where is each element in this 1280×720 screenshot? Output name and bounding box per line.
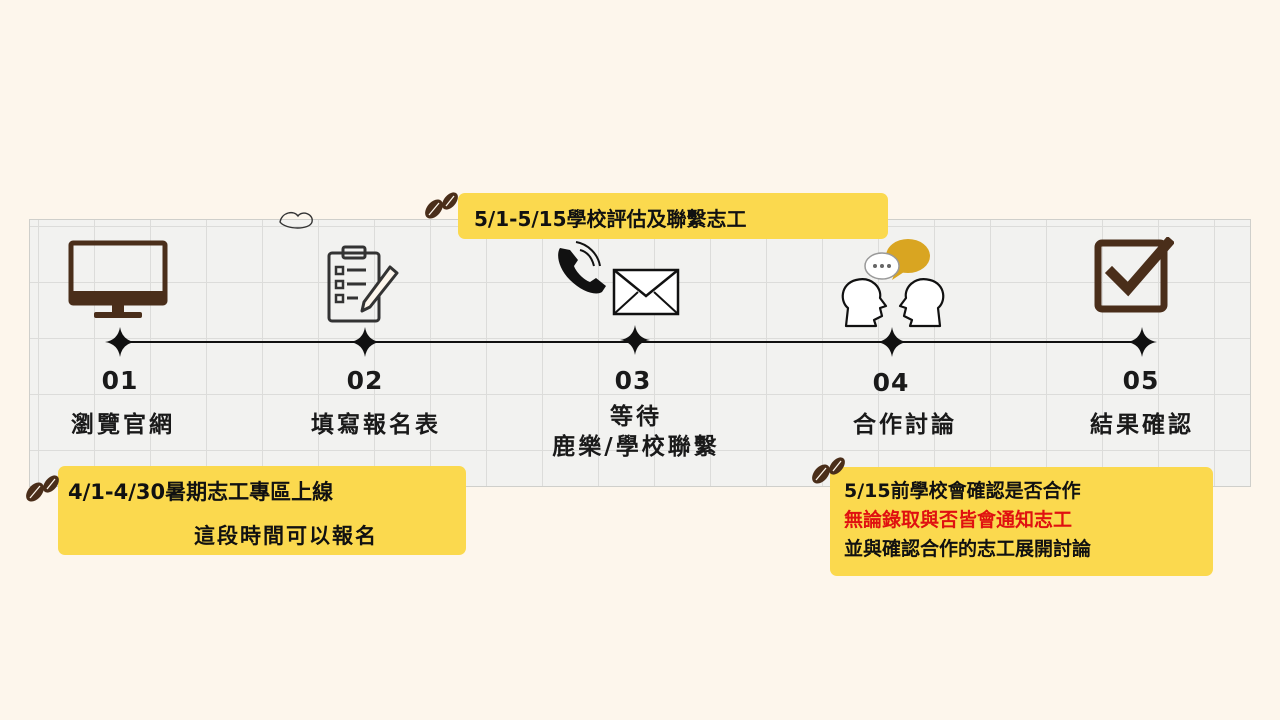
step-number: 02 bbox=[346, 366, 384, 395]
bean-decoration-icon bbox=[812, 457, 845, 484]
step-label: 合作討論 bbox=[785, 410, 1025, 440]
step-number: 05 bbox=[1122, 366, 1160, 395]
bean-decoration-icon bbox=[425, 192, 458, 219]
discussion-heads-icon bbox=[841, 239, 945, 328]
step-label-line: 合作討論 bbox=[853, 412, 957, 438]
doodle-scribble bbox=[279, 211, 313, 229]
note-left-registration: 4/1-4/30暑期志工專區上線 這段時間可以報名 bbox=[58, 466, 466, 555]
step-label: 瀏覽官網 bbox=[3, 410, 243, 440]
note-line-highlight: 無論錄取與否皆會通知志工 bbox=[844, 509, 1073, 531]
step-label-line: 瀏覽官網 bbox=[71, 412, 175, 438]
note-top-school-review: 5/1-5/15學校評估及聯繫志工 bbox=[458, 193, 888, 239]
note-line: 4/1-4/30暑期志工專區上線 bbox=[68, 480, 334, 504]
note-line: 並與確認合作的志工展開討論 bbox=[844, 538, 1092, 560]
step-label-line: 鹿樂/學校聯繫 bbox=[552, 434, 720, 460]
timeline-marker-01 bbox=[105, 327, 135, 357]
step-number: 01 bbox=[101, 366, 139, 395]
note-line: 這段時間可以報名 bbox=[194, 524, 378, 548]
timeline-marker-02 bbox=[350, 327, 380, 357]
note-line: 5/1-5/15學校評估及聯繫志工 bbox=[474, 207, 747, 231]
note-line: 5/15前學校會確認是否合作 bbox=[844, 480, 1081, 502]
checkbox-check-icon bbox=[1094, 237, 1174, 313]
step-label-line: 結果確認 bbox=[1090, 412, 1194, 438]
step-number: 03 bbox=[614, 366, 652, 395]
step-label: 填寫報名表 bbox=[256, 410, 496, 440]
timeline-marker-03 bbox=[620, 325, 650, 355]
step-label: 結果確認 bbox=[1022, 410, 1262, 440]
bean-decoration-icon bbox=[26, 475, 59, 502]
clipboard-form-icon bbox=[327, 245, 399, 323]
timeline-marker-04 bbox=[877, 327, 907, 357]
timeline-grid-panel bbox=[29, 219, 1251, 487]
step-label-line: 等待 bbox=[610, 404, 662, 430]
step-label: 等待 鹿樂/學校聯繫 bbox=[516, 402, 756, 462]
timeline-marker-05 bbox=[1127, 327, 1157, 357]
monitor-icon bbox=[68, 240, 168, 318]
phone-envelope-icon bbox=[558, 241, 680, 316]
step-number: 04 bbox=[872, 368, 910, 397]
note-right-confirmation: 5/15前學校會確認是否合作 無論錄取與否皆會通知志工 並與確認合作的志工展開討… bbox=[830, 467, 1213, 576]
step-label-line: 填寫報名表 bbox=[311, 412, 441, 438]
